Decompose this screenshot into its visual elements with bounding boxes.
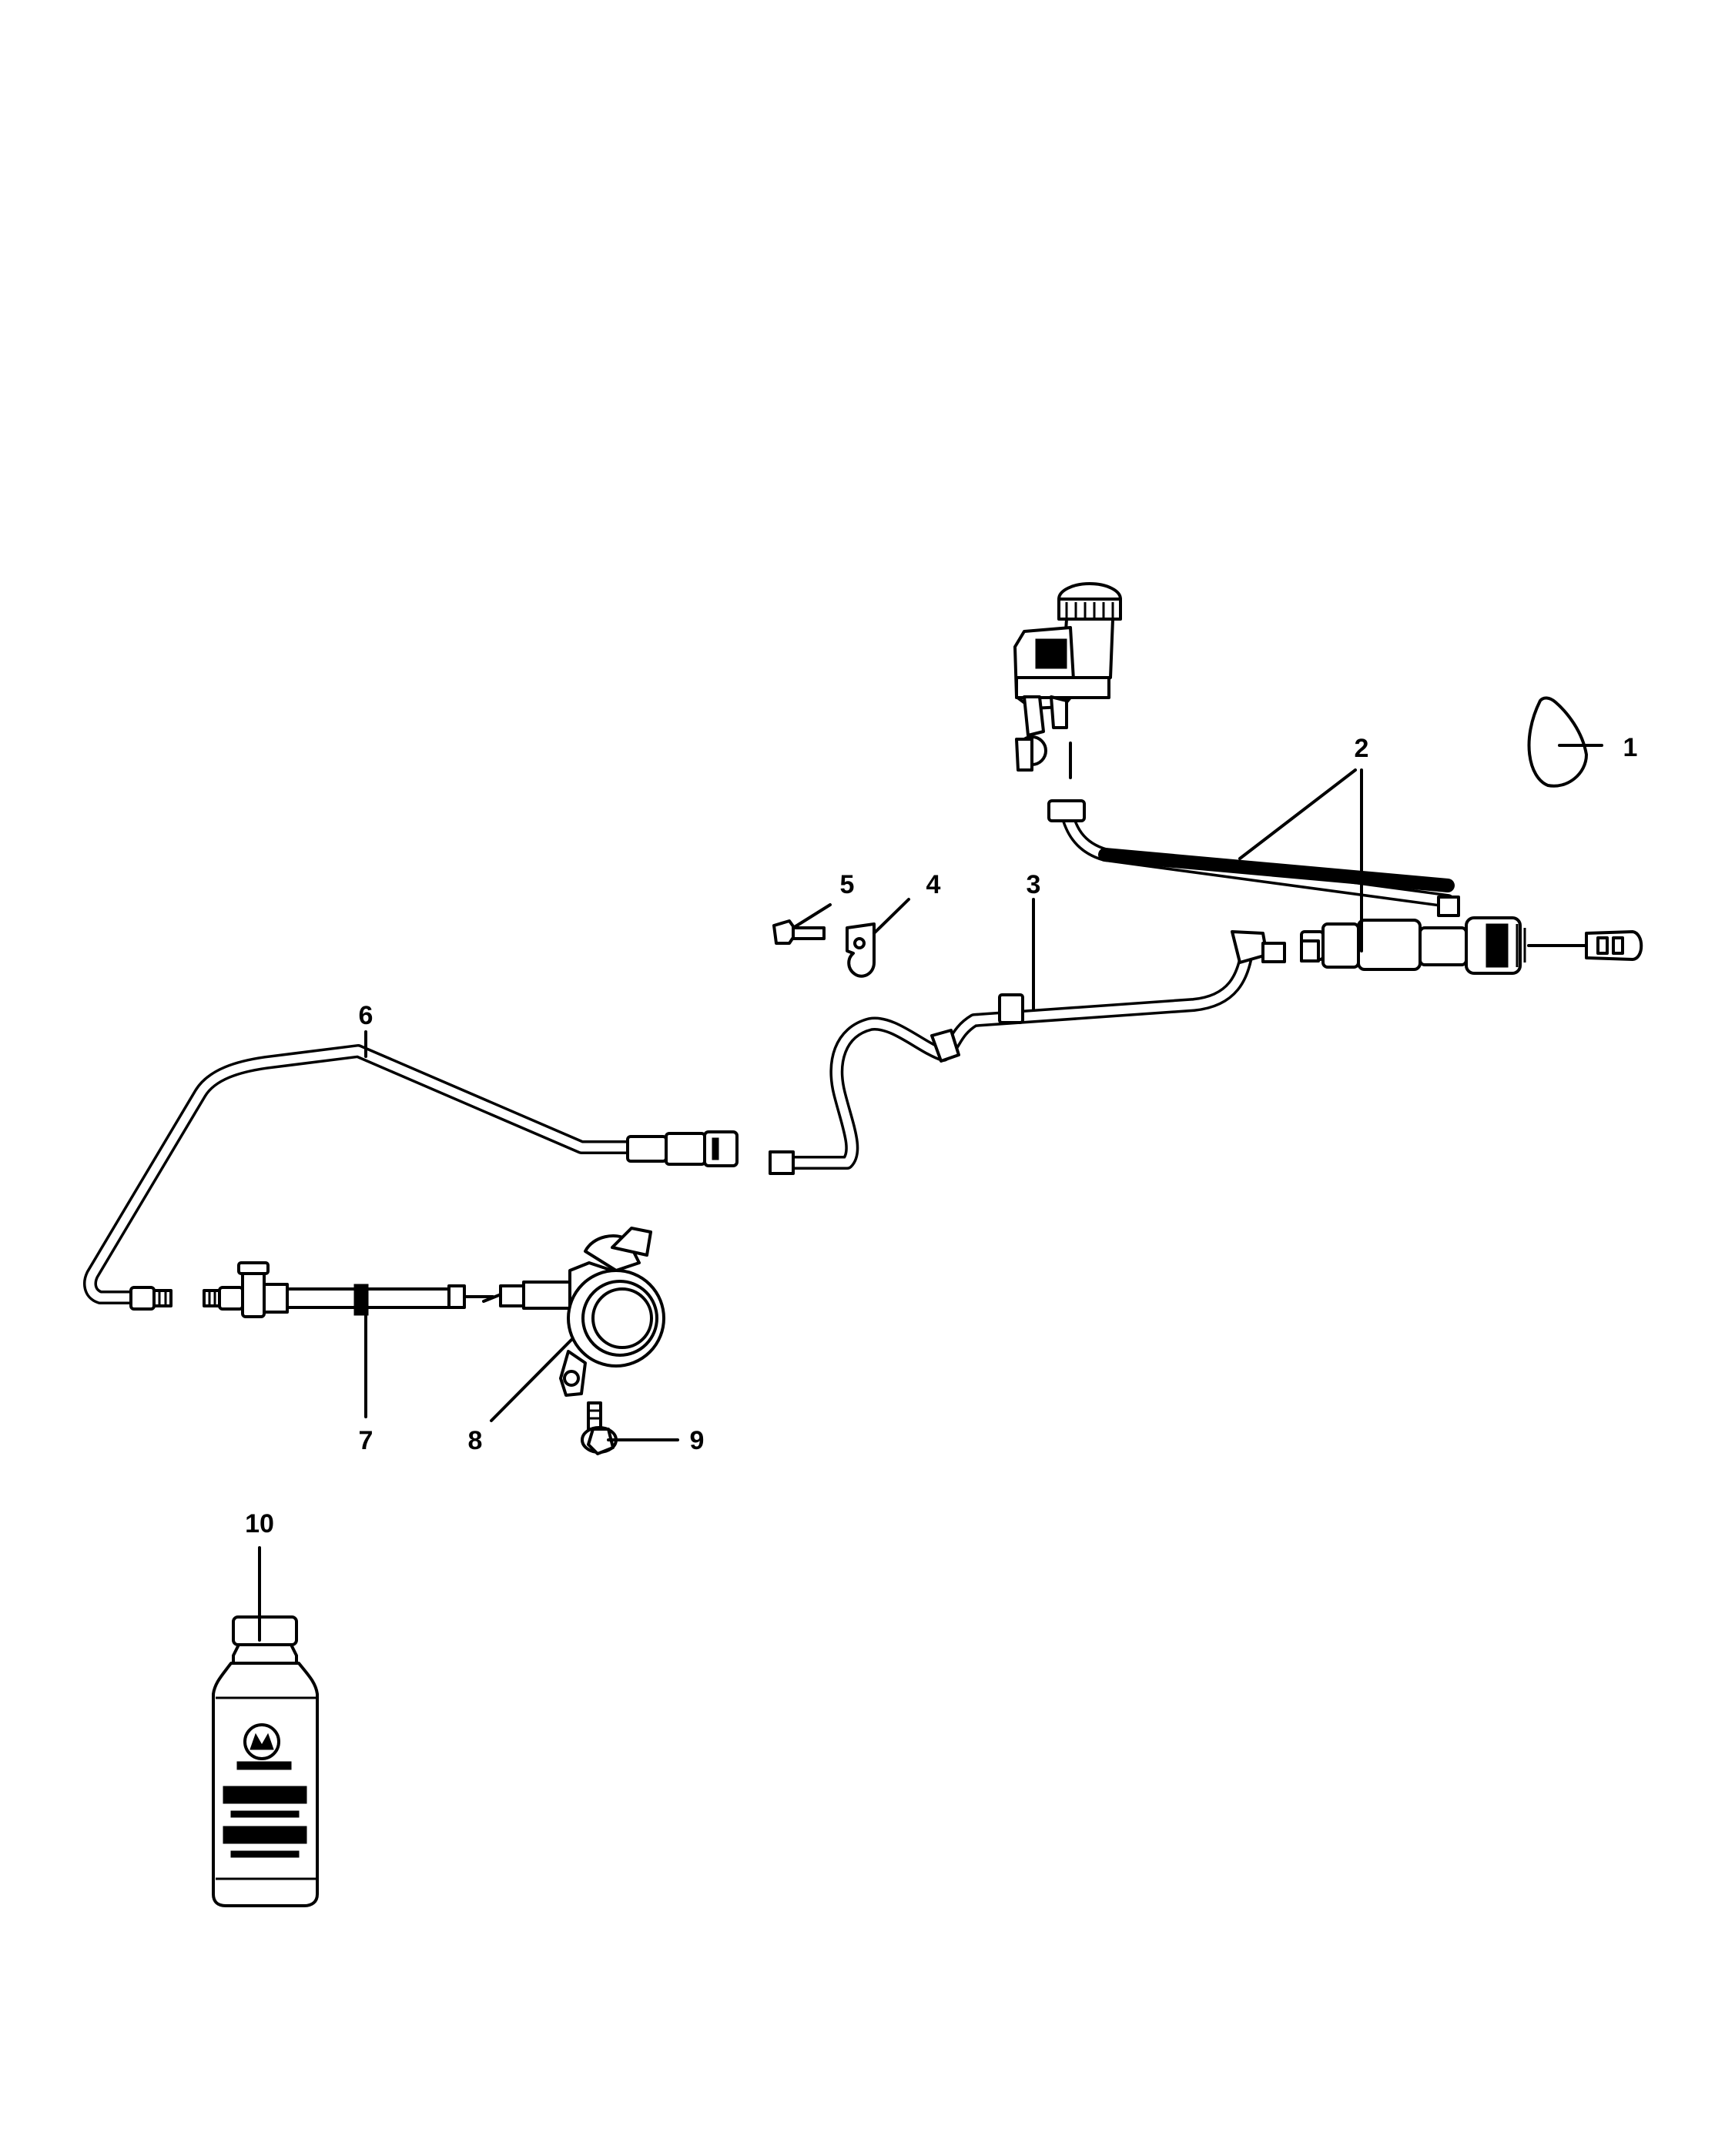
callout-1: 1 [1623,733,1638,762]
part-10-fluid-bottle [212,1615,319,1907]
callout-4: 4 [926,870,941,899]
leader-2a [1238,768,1357,860]
callout-3: 3 [1027,870,1041,899]
part-3-clutch-tube-assembly [769,930,1320,1175]
leader-lines [258,744,1603,1642]
part-1-grease-packet [1527,696,1588,788]
leader-4 [873,898,910,935]
part-2-clutch-master-cylinder [1013,582,1643,975]
part-8-slave-cylinder [482,1227,665,1397]
part-6-clutch-line [83,1044,739,1311]
part-4-clip [846,922,876,978]
callout-5: 5 [840,870,855,899]
callout-7: 7 [359,1426,373,1455]
callout-8: 8 [468,1426,483,1455]
callout-6: 6 [359,1001,373,1030]
leader-5 [792,903,832,929]
part-5-bolt [772,919,826,945]
callout-2: 2 [1355,734,1369,763]
callout-labels: 1 2 3 4 5 6 7 8 9 10 [245,733,1637,1538]
part-7-slave-cylinder-tube [203,1261,494,1318]
leader-8 [490,1338,573,1422]
part-9-bolt [581,1401,618,1455]
callout-9: 9 [690,1426,705,1455]
callout-10: 10 [245,1509,274,1538]
